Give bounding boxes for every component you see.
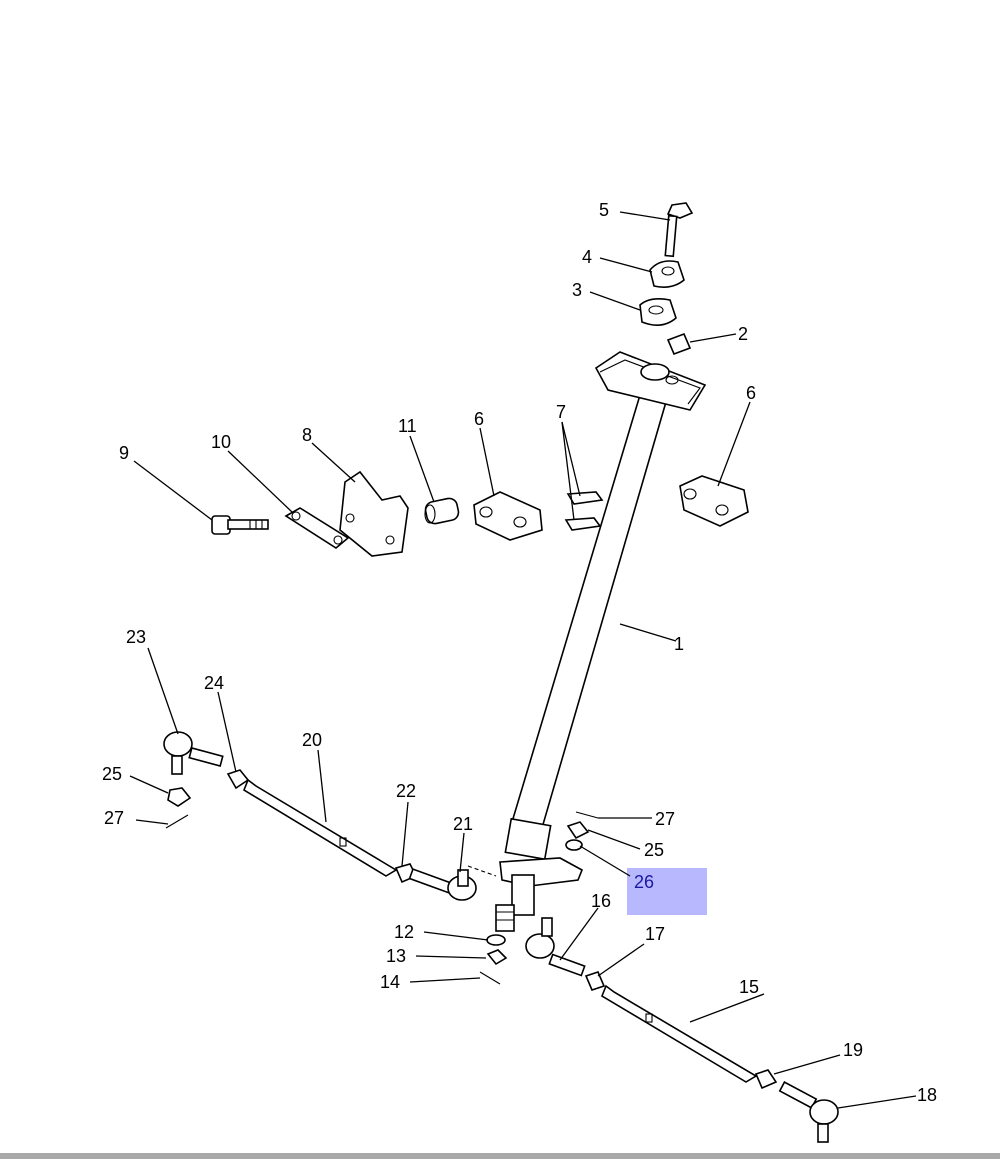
leader-lines bbox=[129, 211, 917, 1109]
collar-11 bbox=[424, 497, 460, 525]
label-19: 19 bbox=[843, 1040, 863, 1060]
label-25-right: 25 bbox=[644, 840, 664, 860]
tie-rod-20 bbox=[243, 778, 398, 877]
tie-rod-end-21 bbox=[408, 868, 477, 901]
label-23: 23 bbox=[126, 627, 146, 647]
label-24: 24 bbox=[204, 673, 224, 693]
label-10: 10 bbox=[211, 432, 231, 452]
label-5: 5 bbox=[599, 200, 609, 220]
label-25-left: 25 bbox=[102, 764, 122, 784]
label-7: 7 bbox=[556, 402, 566, 422]
label-6-right: 6 bbox=[746, 383, 756, 403]
label-6-left: 6 bbox=[474, 409, 484, 429]
shims-7 bbox=[564, 491, 604, 531]
label-27-left: 27 bbox=[104, 808, 124, 828]
bolt-5 bbox=[664, 202, 694, 258]
label-26: 26 bbox=[634, 872, 654, 892]
tie-rod-end-18 bbox=[778, 1081, 839, 1143]
plate-10 bbox=[284, 507, 350, 549]
part-labels: 5 4 3 2 6 6 7 11 8 10 9 1 23 24 20 25 22… bbox=[102, 200, 937, 1105]
cotter-pin-14 bbox=[479, 971, 501, 985]
tie-rod-end-23 bbox=[163, 731, 224, 775]
nut-19 bbox=[754, 1069, 778, 1090]
clamp-4 bbox=[649, 260, 685, 288]
holder-6-left bbox=[473, 491, 543, 541]
collar-2 bbox=[666, 332, 692, 356]
tie-rod-end-16 bbox=[525, 917, 586, 977]
cotter-pin-27-right bbox=[575, 811, 599, 819]
label-14: 14 bbox=[380, 972, 400, 992]
highlight-box bbox=[627, 868, 707, 915]
cotter-pin-27-left bbox=[165, 814, 189, 829]
label-3: 3 bbox=[572, 280, 582, 300]
label-17: 17 bbox=[645, 924, 665, 944]
label-11: 11 bbox=[398, 416, 417, 436]
label-21: 21 bbox=[453, 814, 473, 834]
tie-rod-15 bbox=[601, 984, 758, 1083]
page-bottom-border bbox=[0, 1153, 1000, 1159]
steering-column bbox=[495, 351, 707, 932]
label-20: 20 bbox=[302, 730, 322, 750]
nut-25-right bbox=[566, 821, 590, 840]
label-9: 9 bbox=[119, 443, 129, 463]
label-22: 22 bbox=[396, 781, 416, 801]
label-12: 12 bbox=[394, 922, 414, 942]
label-8: 8 bbox=[302, 425, 312, 445]
label-13: 13 bbox=[386, 946, 406, 966]
nut-24 bbox=[226, 769, 250, 790]
label-15: 15 bbox=[739, 977, 759, 997]
nut-17 bbox=[584, 971, 606, 991]
clamp-3 bbox=[639, 298, 677, 326]
washer-26 bbox=[565, 839, 583, 851]
label-4: 4 bbox=[582, 247, 592, 267]
label-18: 18 bbox=[917, 1085, 937, 1105]
nut-13 bbox=[486, 949, 508, 966]
bracket-8 bbox=[339, 470, 409, 557]
washer-12 bbox=[486, 934, 506, 946]
label-16: 16 bbox=[591, 891, 611, 911]
label-2: 2 bbox=[738, 324, 748, 344]
label-27-right: 27 bbox=[655, 809, 675, 829]
nut-25-left bbox=[167, 787, 192, 807]
label-1: 1 bbox=[674, 634, 684, 654]
bolt-9 bbox=[211, 515, 269, 535]
holder-6-right bbox=[679, 475, 749, 527]
